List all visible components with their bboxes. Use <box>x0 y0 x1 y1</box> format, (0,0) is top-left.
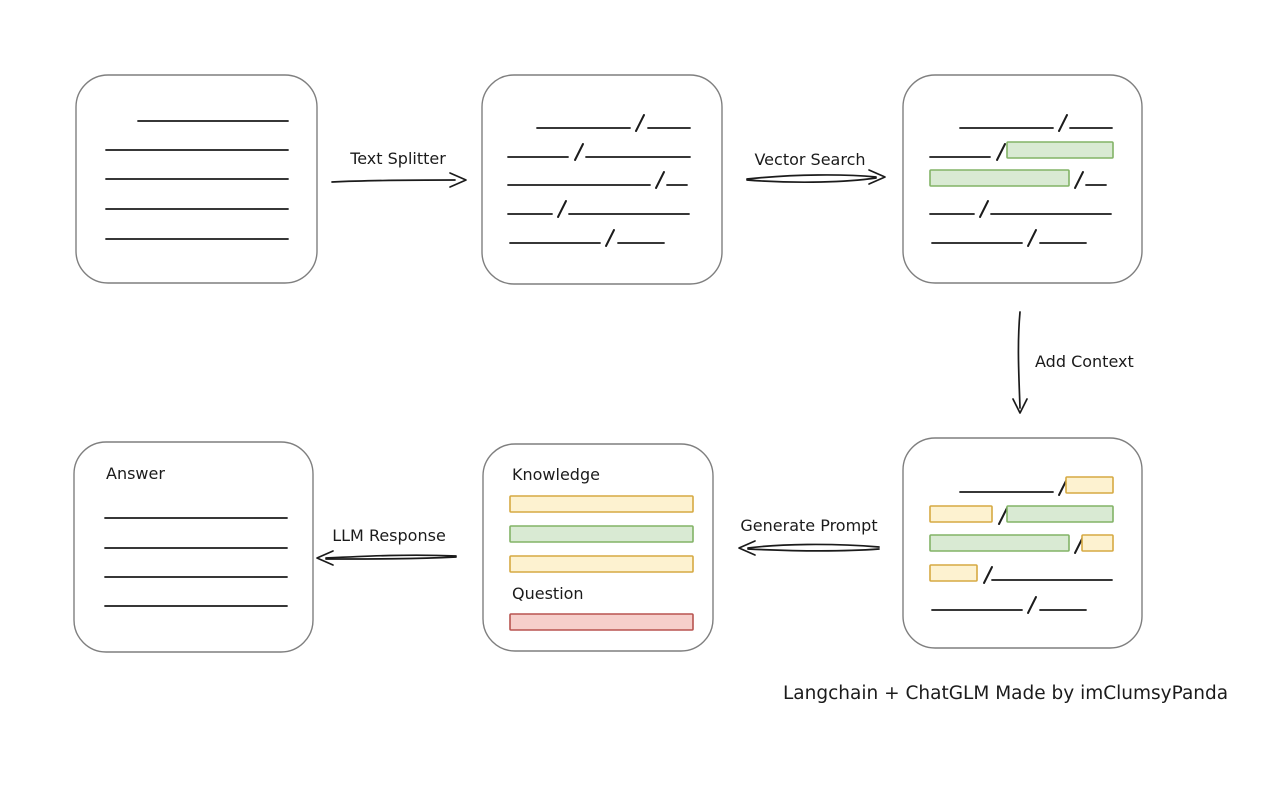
question-heading: Question <box>512 584 584 603</box>
slash-separator <box>998 507 1008 525</box>
slash-separator <box>996 143 1006 161</box>
add-context-label: Add Context <box>1035 352 1134 371</box>
highlight-bar-green <box>509 525 694 543</box>
highlight-bar-yellow <box>509 555 694 573</box>
box-answer <box>73 441 314 653</box>
answer-heading: Answer <box>106 464 165 483</box>
slash-separator <box>574 143 584 161</box>
highlight-bar-green <box>929 534 1070 552</box>
document-lines <box>105 120 289 240</box>
knowledge-heading: Knowledge <box>512 465 600 484</box>
llm-response-arrow <box>316 550 457 566</box>
slash-separator <box>979 200 989 218</box>
highlight-bar-green <box>929 169 1070 187</box>
slash-separator <box>635 114 645 132</box>
highlight-bar-green <box>1006 141 1114 159</box>
context-lines <box>929 476 1114 614</box>
generate-prompt-label: Generate Prompt <box>740 516 878 535</box>
add-context-arrow <box>1012 311 1028 414</box>
vector-search-arrow <box>746 169 886 185</box>
slash-separator <box>1074 171 1084 189</box>
llm-response-label: LLM Response <box>332 526 446 545</box>
highlight-bar-yellow <box>1065 476 1114 494</box>
slash-separator <box>1027 596 1037 614</box>
box-text-chunks <box>481 74 723 285</box>
credit-caption: Langchain + ChatGLM Made by imClumsyPand… <box>783 683 1229 704</box>
slash-separator <box>983 566 993 584</box>
text-splitter-label: Text Splitter <box>350 149 446 168</box>
text-splitter-arrow <box>331 172 467 188</box>
slash-separator <box>557 200 567 218</box>
highlight-bar-yellow <box>509 495 694 513</box>
prompt-bars <box>509 495 694 631</box>
highlight-bar-yellow <box>929 564 978 582</box>
generate-prompt-arrow <box>738 540 880 556</box>
chunk-lines <box>507 114 691 247</box>
answer-lines <box>104 517 288 607</box>
highlight-bar-red <box>509 613 694 631</box>
slash-separator <box>605 229 615 247</box>
highlight-bar-yellow <box>1081 534 1114 552</box>
slash-separator <box>1027 229 1037 247</box>
vector-search-label: Vector Search <box>754 150 866 169</box>
slash-separator <box>1058 114 1068 132</box>
slash-separator <box>655 171 665 189</box>
highlight-bar-green <box>1006 505 1114 523</box>
highlight-bar-yellow <box>929 505 993 523</box>
retrieved-lines <box>929 114 1114 247</box>
